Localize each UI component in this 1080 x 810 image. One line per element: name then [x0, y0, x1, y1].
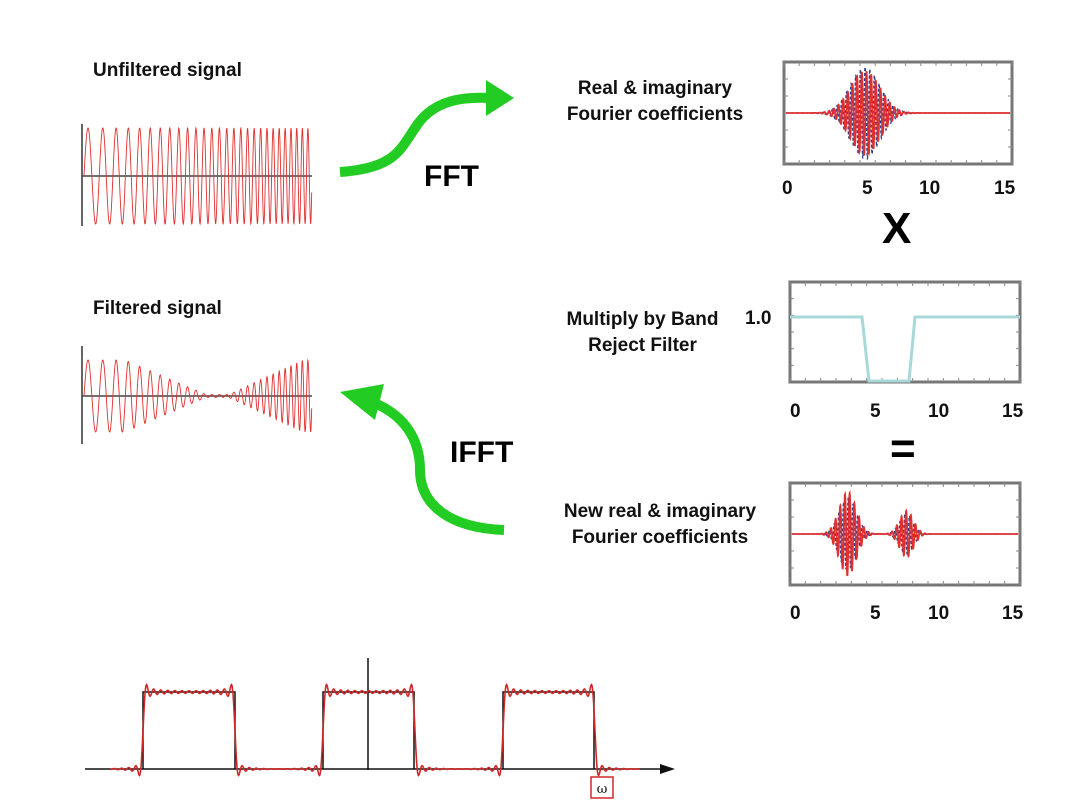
- equals-symbol: =: [890, 424, 916, 473]
- omega-box: [590, 776, 614, 799]
- filtered-signal-plot: [81, 346, 313, 444]
- tick-label: 15: [994, 178, 1016, 199]
- filter-label-line2: Reject Filter: [588, 335, 697, 356]
- coefficients-real-curve: [786, 71, 1010, 157]
- tick-label: 10: [928, 401, 950, 422]
- tick-label: 15: [1002, 603, 1024, 624]
- coefficients-label: Real & imaginary Fourier coefficients: [540, 76, 770, 128]
- tick-label: 0: [790, 401, 801, 422]
- fft-label: FFT: [424, 160, 479, 193]
- tick-label: 0: [782, 178, 793, 199]
- new-coefficients-panel: [788, 481, 1022, 587]
- new-coefficients-label-line1: New real & imaginary: [563, 501, 757, 522]
- ifft-label: IFFT: [450, 436, 514, 469]
- tick-label: 15: [1002, 401, 1024, 422]
- tick-label: 5: [862, 178, 873, 199]
- unfiltered-signal-plot: [81, 124, 313, 226]
- filter-ticks: [789, 282, 1021, 382]
- tick-label: 10: [919, 178, 941, 199]
- filter-label-line1: Multiply by Band: [566, 309, 719, 330]
- new-coefficients-label-line2: Fourier coefficients: [571, 527, 749, 548]
- tick-label: 5: [870, 603, 881, 624]
- filter-label: Multiply by Band Reject Filter: [545, 307, 740, 359]
- multiply-symbol: X: [882, 204, 912, 253]
- coefficients-label-line2: Fourier coefficients: [566, 104, 744, 125]
- tick-label: 0: [790, 603, 801, 624]
- new-coefficients-real-curve: [792, 489, 1018, 577]
- fft-arrow-icon: [339, 80, 514, 177]
- filtered-signal-label: Filtered signal: [93, 298, 222, 319]
- new-coefficients-ticks: [789, 483, 1021, 585]
- filter-panel: [788, 280, 1022, 384]
- coefficients-label-line1: Real & imaginary: [577, 78, 733, 99]
- filter-frame: [788, 280, 1022, 384]
- filter-level-label: 1.0: [745, 308, 772, 329]
- filtered-waveform: [83, 358, 313, 433]
- ifft-arrow-icon: [340, 384, 505, 535]
- square-wave-axis-arrowhead: [660, 764, 675, 774]
- tick-label: 10: [928, 603, 950, 624]
- new-coefficients-label: New real & imaginary Fourier coefficient…: [540, 499, 780, 551]
- fourier-approximation-wave: [109, 683, 641, 777]
- omega-label: ω: [597, 782, 608, 797]
- filter-curve: [790, 315, 1020, 383]
- unfiltered-waveform: [83, 126, 313, 226]
- coefficients-panel: [782, 60, 1014, 166]
- unfiltered-signal-label: Unfiltered signal: [93, 60, 242, 81]
- square-wave-plot: ω: [85, 658, 675, 799]
- coefficients-ticks: [783, 62, 1013, 164]
- tick-label: 5: [870, 401, 881, 422]
